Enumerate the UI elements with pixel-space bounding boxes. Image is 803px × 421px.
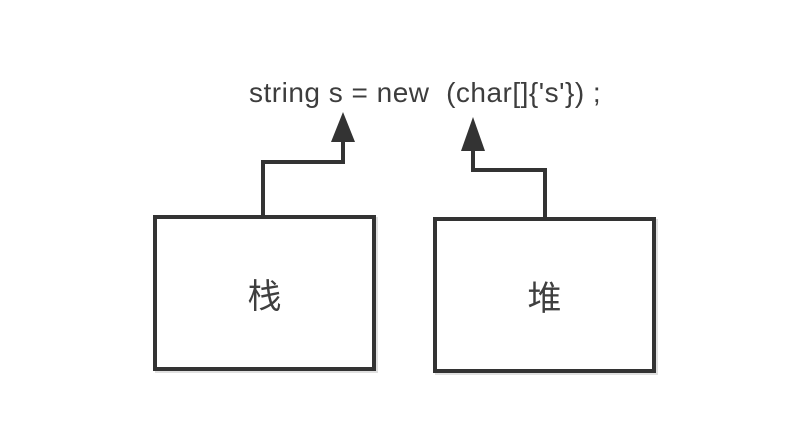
code-statement: string s = new (char[]{'s'}) ; — [249, 77, 602, 108]
heap-pointer-arrow — [461, 117, 547, 218]
stack-pointer-arrow — [261, 112, 355, 216]
heap-box-label: 堆 — [527, 279, 562, 318]
stack-box: 栈 — [153, 215, 376, 371]
stack-box-label: 栈 — [247, 277, 282, 316]
heap-box: 堆 — [433, 217, 656, 373]
